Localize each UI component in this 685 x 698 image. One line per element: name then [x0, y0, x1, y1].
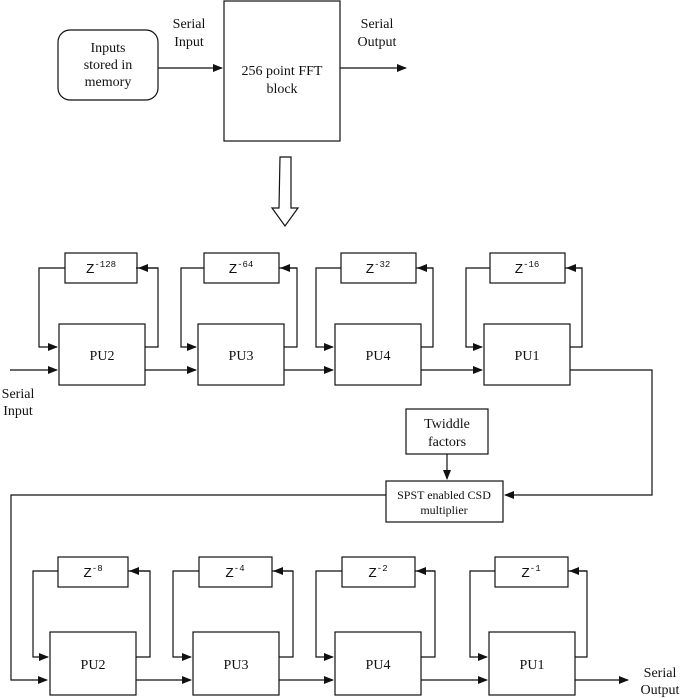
- multiplier-label-line2: multiplier: [420, 503, 467, 517]
- stage2-pu-label-0: PU2: [81, 658, 106, 673]
- delay-label-z64: Z-64: [229, 260, 254, 278]
- delay-label-z32: Z-32: [366, 260, 391, 278]
- pu2-block-stage1: [58, 323, 146, 386]
- pu2-block-stage2: [49, 631, 137, 696]
- delay-label-z8: Z-8: [83, 564, 102, 582]
- expand-down-arrow: [270, 156, 300, 228]
- memory-block: [57, 29, 159, 101]
- csd-multiplier-block: [385, 480, 504, 523]
- stage1-pu-label-0: PU2: [90, 349, 115, 364]
- twiddle-label-line2: factors: [428, 435, 466, 450]
- delay-label-z16: Z-16: [515, 260, 540, 278]
- top-serial-output-label-line1: Serial: [361, 17, 394, 32]
- stage2-pu-label-1: PU3: [224, 658, 249, 673]
- fft-label-line2: block: [266, 82, 297, 97]
- memory-label-line2: stored in: [84, 58, 133, 73]
- stage1-pu-label-3: PU1: [515, 349, 540, 364]
- stage1-pu-label-1: PU3: [229, 349, 254, 364]
- top-serial-input-label-line1: Serial: [173, 17, 206, 32]
- pu4-block-stage2: [334, 631, 422, 696]
- delay-block-z32: [340, 252, 417, 284]
- delay-block-z4: [198, 556, 273, 588]
- delay-label-z2: Z-2: [368, 564, 387, 582]
- pu1-block-stage1: [483, 323, 571, 386]
- delay-block-z2: [341, 556, 416, 588]
- delay-label-z4: Z-4: [225, 564, 244, 582]
- pu4-block-stage1: [334, 323, 422, 386]
- top-serial-input-label-line2: Input: [174, 35, 204, 50]
- delay-block-z8: [57, 556, 129, 588]
- fft-label-line1: 256 point FFT: [242, 64, 323, 79]
- delay-block-z1: [494, 556, 569, 588]
- stage2-serial-output-label-line2: Output: [641, 683, 680, 698]
- delay-label-z128: Z-128: [86, 260, 116, 278]
- multiplier-label-line1: SPST enabled CSD: [397, 488, 491, 502]
- stage2-pu-label-3: PU1: [520, 658, 545, 673]
- stage2-serial-output-label-line1: Serial: [644, 666, 677, 681]
- top-serial-output-label-line2: Output: [358, 35, 397, 50]
- delay-label-z1: Z-1: [521, 564, 540, 582]
- delay-block-z64: [203, 252, 280, 284]
- pu3-block-stage2: [192, 631, 280, 696]
- fft-block: [223, 0, 341, 142]
- stage1-pu-label-2: PU4: [366, 349, 391, 364]
- twiddle-label-line1: Twiddle: [424, 417, 470, 432]
- memory-label-line3: memory: [85, 75, 132, 90]
- stage1-serial-input-label-line2: Input: [3, 404, 33, 419]
- delay-block-z16: [489, 252, 566, 284]
- stage1-serial-input-label-line1: Serial: [2, 387, 35, 402]
- memory-label-line1: Inputs: [91, 41, 126, 56]
- pu1-block-stage2: [488, 631, 576, 696]
- stage2-pu-label-2: PU4: [366, 658, 391, 673]
- pu3-block-stage1: [197, 323, 285, 386]
